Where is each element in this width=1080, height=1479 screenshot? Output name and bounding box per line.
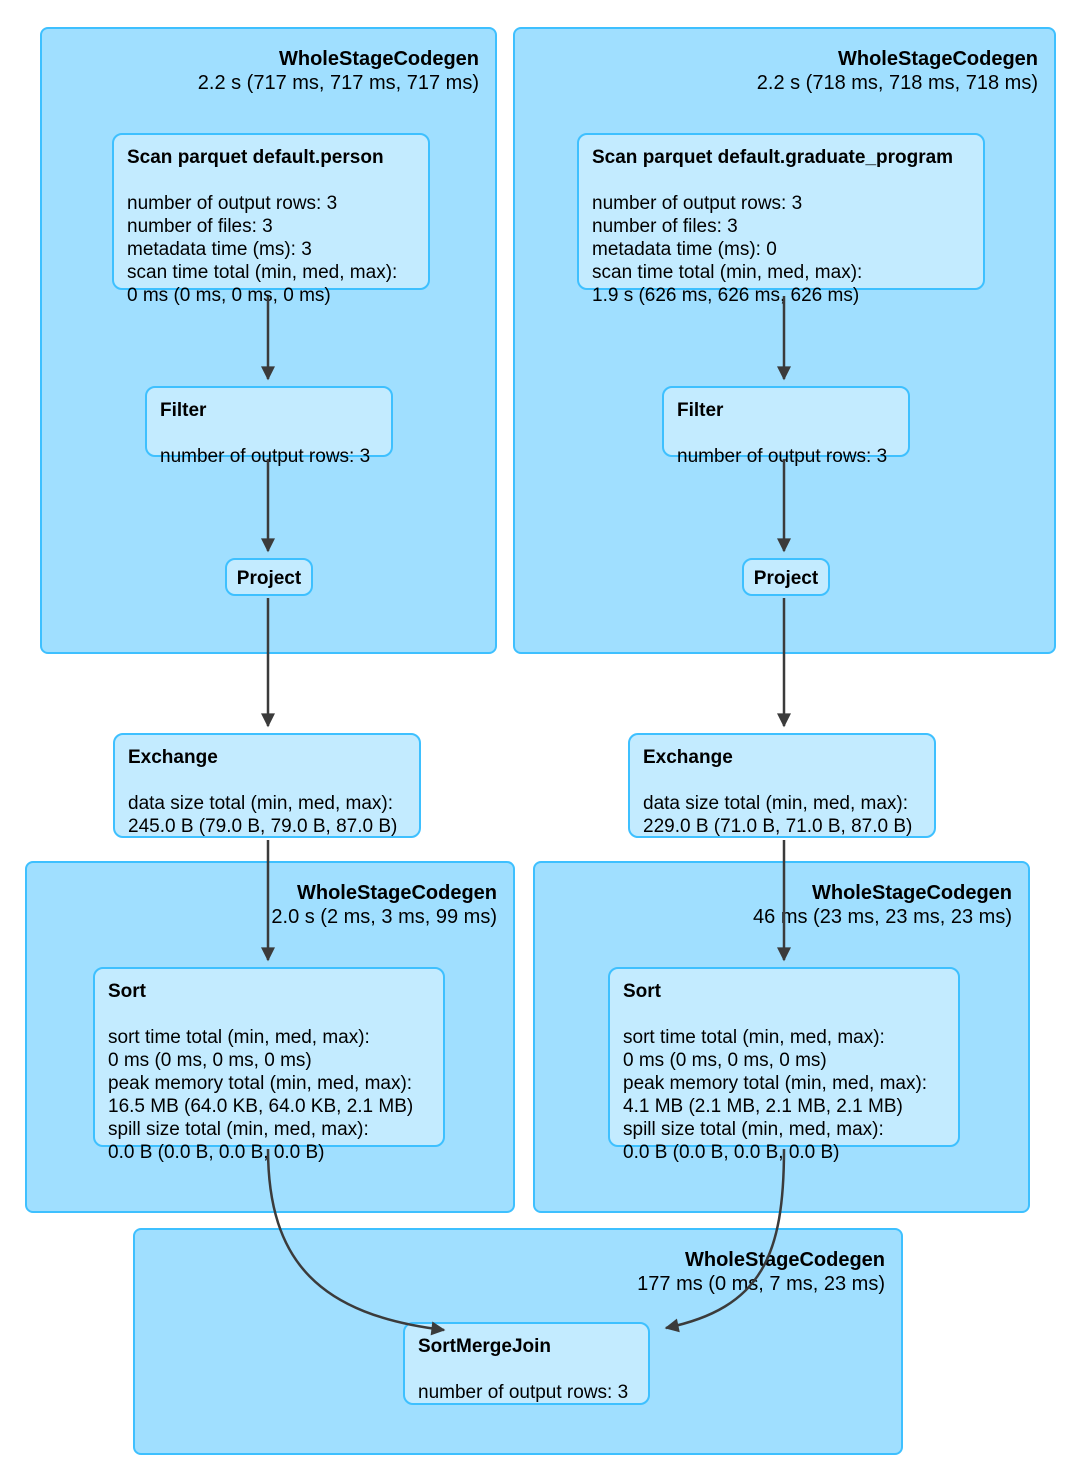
- metric-line: number of output rows: 3: [160, 446, 371, 467]
- node-exchange-left: Exchange data size total (min, med, max)…: [113, 733, 421, 838]
- node-title: Project: [753, 568, 819, 589]
- cluster-title: WholeStageCodegen: [296, 882, 497, 904]
- metric-line: scan time total (min, med, max):: [127, 262, 398, 283]
- node-exchange-right: Exchange data size total (min, med, max)…: [628, 733, 936, 838]
- node-title: Exchange: [643, 747, 733, 768]
- cluster-title: WholeStageCodegen: [278, 48, 479, 70]
- node-title: SortMergeJoin: [418, 1336, 552, 1357]
- node-scan-parquet-person: Scan parquet default.person number of ou…: [112, 133, 430, 306]
- metric-line: number of output rows: 3: [592, 193, 803, 214]
- cluster-header: WholeStageCodegen 46 ms (23 ms, 23 ms, 2…: [753, 881, 1012, 929]
- metric-line: 0 ms (0 ms, 0 ms, 0 ms): [623, 1050, 827, 1071]
- cluster-timing: 177 ms (0 ms, 7 ms, 23 ms): [637, 1273, 885, 1295]
- node-title: Project: [236, 568, 302, 589]
- metric-line: 0 ms (0 ms, 0 ms, 0 ms): [108, 1050, 312, 1071]
- node-metrics: sort time total (min, med, max): 0 ms (0…: [108, 1026, 430, 1164]
- node-metrics: data size total (min, med, max): 229.0 B…: [643, 792, 921, 838]
- node-scan-parquet-graduate-program: Scan parquet default.graduate_program nu…: [577, 133, 985, 306]
- node-title: Filter: [160, 400, 207, 421]
- cluster-timing: 2.0 s (2 ms, 3 ms, 99 ms): [271, 906, 497, 928]
- metric-line: 0 ms (0 ms, 0 ms, 0 ms): [127, 285, 331, 306]
- cluster-timing: 2.2 s (718 ms, 718 ms, 718 ms): [756, 72, 1038, 94]
- node-title: Sort: [623, 981, 661, 1002]
- metric-line: spill size total (min, med, max):: [623, 1119, 884, 1140]
- node-metrics: number of output rows: 3: [418, 1381, 635, 1404]
- metric-line: peak memory total (min, med, max):: [623, 1073, 928, 1094]
- node-sort-merge-join: SortMergeJoin number of output rows: 3: [403, 1322, 650, 1405]
- node-metrics: number of output rows: 3: [160, 445, 378, 468]
- metric-line: number of files: 3: [127, 216, 273, 237]
- node-metrics: number of output rows: 3 number of files…: [127, 192, 415, 307]
- metric-line: number of files: 3: [592, 216, 738, 237]
- cluster-header: WholeStageCodegen 2.2 s (718 ms, 718 ms,…: [757, 47, 1038, 95]
- metric-line: 16.5 MB (64.0 KB, 64.0 KB, 2.1 MB): [108, 1096, 414, 1117]
- metric-line: 0.0 B (0.0 B, 0.0 B, 0.0 B): [108, 1142, 325, 1163]
- node-title: Exchange: [128, 747, 218, 768]
- metric-line: 245.0 B (79.0 B, 79.0 B, 87.0 B): [128, 816, 398, 837]
- metric-line: spill size total (min, med, max):: [108, 1119, 369, 1140]
- cluster-title: WholeStageCodegen: [684, 1249, 885, 1271]
- node-metrics: data size total (min, med, max): 245.0 B…: [128, 792, 406, 838]
- cluster-header: WholeStageCodegen 2.0 s (2 ms, 3 ms, 99 …: [271, 881, 497, 929]
- metric-line: data size total (min, med, max):: [128, 793, 394, 814]
- node-filter-left: Filter number of output rows: 3: [145, 386, 393, 467]
- metric-line: 0.0 B (0.0 B, 0.0 B, 0.0 B): [623, 1142, 840, 1163]
- node-project-right: Project: [742, 558, 830, 596]
- cluster-title: WholeStageCodegen: [811, 882, 1012, 904]
- metric-line: data size total (min, med, max):: [643, 793, 909, 814]
- metric-line: number of output rows: 3: [127, 193, 338, 214]
- cluster-timing: 2.2 s (717 ms, 717 ms, 717 ms): [197, 72, 479, 94]
- cluster-timing: 46 ms (23 ms, 23 ms, 23 ms): [753, 906, 1012, 928]
- metric-line: number of output rows: 3: [677, 446, 888, 467]
- metric-line: metadata time (ms): 3: [127, 239, 312, 260]
- node-metrics: sort time total (min, med, max): 0 ms (0…: [623, 1026, 945, 1164]
- metric-line: peak memory total (min, med, max):: [108, 1073, 413, 1094]
- node-title: Sort: [108, 981, 146, 1002]
- node-project-left: Project: [225, 558, 313, 596]
- node-filter-right: Filter number of output rows: 3: [662, 386, 910, 467]
- metric-line: metadata time (ms): 0: [592, 239, 777, 260]
- node-metrics: number of output rows: 3: [677, 445, 895, 468]
- node-metrics: number of output rows: 3 number of files…: [592, 192, 970, 307]
- metric-line: number of output rows: 3: [418, 1382, 629, 1403]
- cluster-header: WholeStageCodegen 177 ms (0 ms, 7 ms, 23…: [637, 1248, 885, 1296]
- metric-line: 4.1 MB (2.1 MB, 2.1 MB, 2.1 MB): [623, 1096, 903, 1117]
- metric-line: scan time total (min, med, max):: [592, 262, 863, 283]
- cluster-title: WholeStageCodegen: [837, 48, 1038, 70]
- metric-line: 229.0 B (71.0 B, 71.0 B, 87.0 B): [643, 816, 913, 837]
- node-title: Filter: [677, 400, 724, 421]
- node-title: Scan parquet default.graduate_program: [592, 147, 954, 168]
- cluster-header: WholeStageCodegen 2.2 s (717 ms, 717 ms,…: [198, 47, 479, 95]
- metric-line: sort time total (min, med, max):: [623, 1027, 885, 1048]
- node-sort-right: Sort sort time total (min, med, max): 0 …: [608, 967, 960, 1163]
- node-sort-left: Sort sort time total (min, med, max): 0 …: [93, 967, 445, 1163]
- node-title: Scan parquet default.person: [127, 147, 384, 168]
- metric-line: sort time total (min, med, max):: [108, 1027, 370, 1048]
- metric-line: 1.9 s (626 ms, 626 ms, 626 ms): [592, 285, 860, 306]
